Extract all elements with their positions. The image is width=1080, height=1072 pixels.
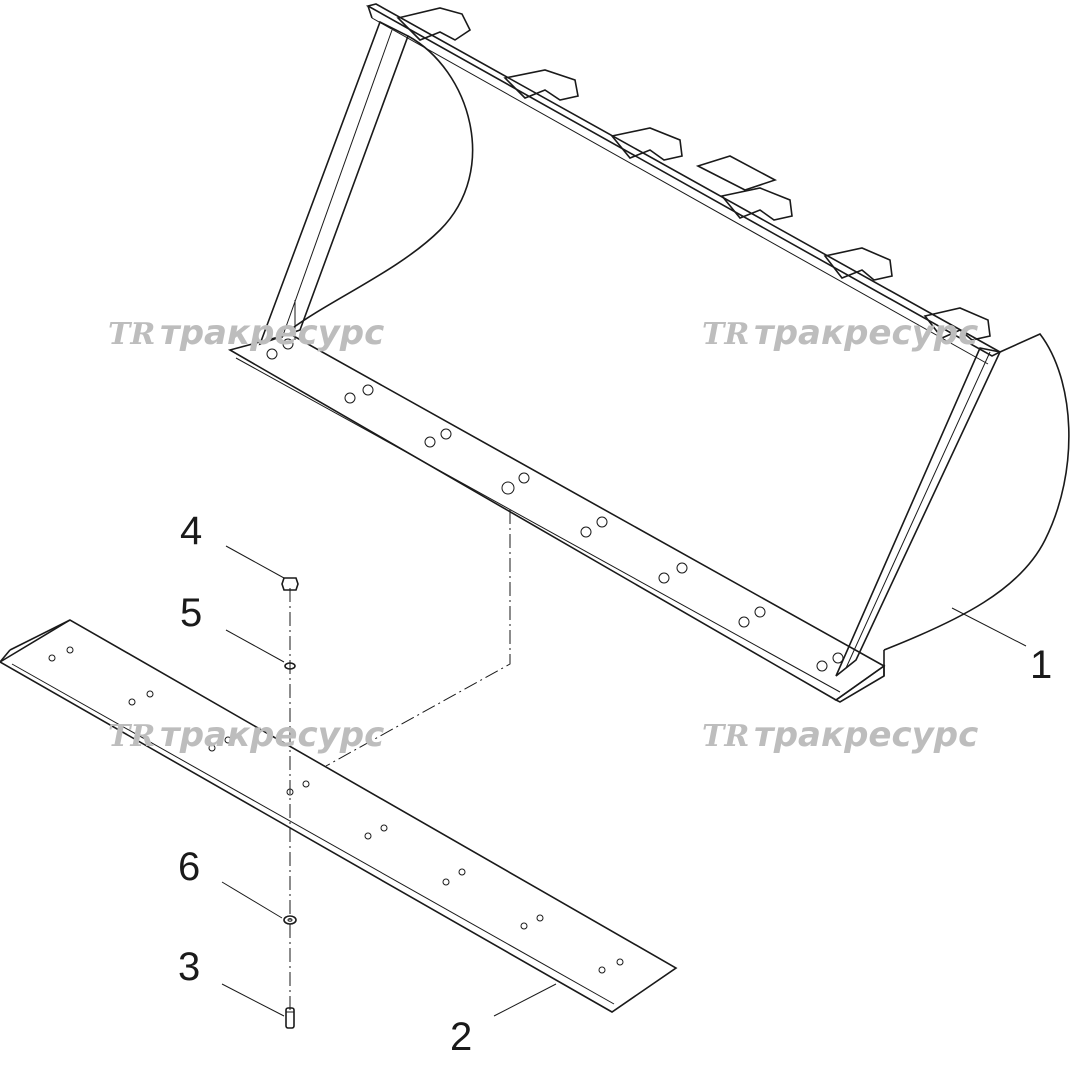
callout-5: 5: [180, 591, 202, 635]
cutting-edge-plate: [0, 619, 678, 1013]
callout-2: 2: [450, 1015, 472, 1059]
lip-bolt-heads: [266, 338, 844, 672]
watermark-text: тракресурс: [754, 313, 978, 353]
lock-washer: [284, 662, 296, 670]
callout-leaders: [221, 545, 1027, 1017]
watermark: TR тракресурс: [108, 313, 384, 353]
callout-1: 1: [1030, 643, 1052, 687]
mounting-lugs: [396, 7, 991, 341]
callout-4: 4: [180, 509, 202, 553]
loader-bucket: [227, 3, 1070, 703]
callout-6: 6: [178, 845, 200, 889]
fastener-stack: [281, 577, 299, 1029]
watermark-logo: TR: [108, 719, 155, 754]
watermark-logo: TR: [702, 317, 749, 352]
watermark: TR тракресурс: [108, 715, 384, 755]
assembly-line: [325, 510, 511, 767]
watermark-logo: TR: [702, 719, 749, 754]
nut: [281, 577, 299, 591]
washer: [283, 915, 297, 925]
watermark: TR тракресурс: [702, 715, 978, 755]
bolt: [285, 1007, 295, 1029]
watermark-text: тракресурс: [160, 715, 384, 755]
callout-3: 3: [178, 945, 200, 989]
edge-bolt-holes: [48, 646, 624, 974]
watermark-text: тракресурс: [160, 313, 384, 353]
watermark: TR тракресурс: [702, 313, 978, 353]
watermark-text: тракресурс: [754, 715, 978, 755]
watermark-logo: TR: [108, 317, 155, 352]
